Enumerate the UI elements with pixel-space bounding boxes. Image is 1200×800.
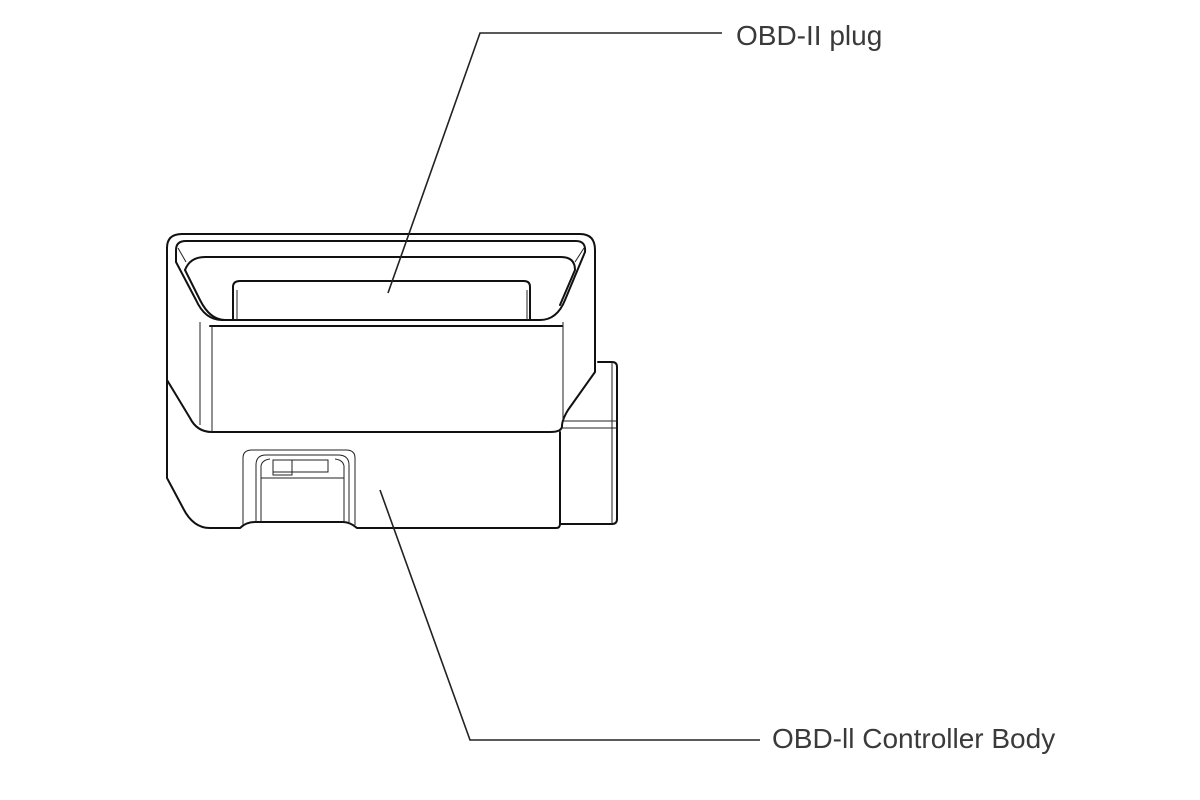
plug-housing (166, 233, 596, 427)
body-leader-line (379, 489, 760, 741)
side-block (559, 361, 618, 525)
obd-device (166, 233, 618, 529)
dip-switch (272, 459, 329, 473)
controller-body (166, 379, 561, 529)
plug-leader-line (387, 32, 722, 294)
label-controller-body: OBD-ll Controller Body (772, 723, 1056, 754)
label-obd-plug: OBD-II plug (736, 20, 883, 51)
plug-contact-block (232, 280, 531, 321)
switch-recess (242, 449, 356, 525)
